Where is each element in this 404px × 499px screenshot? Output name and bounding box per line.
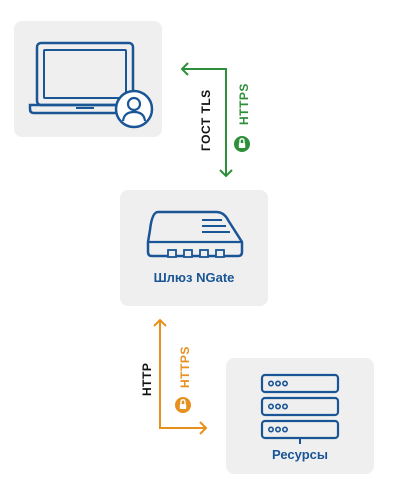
bottom-link-arrow (153, 318, 208, 435)
bottom-link-right-label: HTTPS (178, 346, 192, 388)
top-link-arrow (180, 62, 233, 178)
gateway-device-icon (146, 210, 244, 258)
server-stack-icon (260, 373, 340, 444)
top-link-left-label: ГОСТ TLS (199, 89, 213, 151)
bottom-link-left-label: HTTP (140, 362, 154, 396)
client-card (14, 21, 162, 137)
resources-card: Ресурсы (226, 358, 374, 474)
resources-label: Ресурсы (272, 447, 328, 462)
gateway-card: Шлюз NGate (120, 190, 268, 306)
lock-icon (175, 397, 191, 413)
gateway-label: Шлюз NGate (153, 270, 235, 285)
lock-icon (234, 136, 250, 152)
top-link-right-label: HTTPS (237, 83, 251, 125)
laptop-user-icon (28, 41, 154, 129)
